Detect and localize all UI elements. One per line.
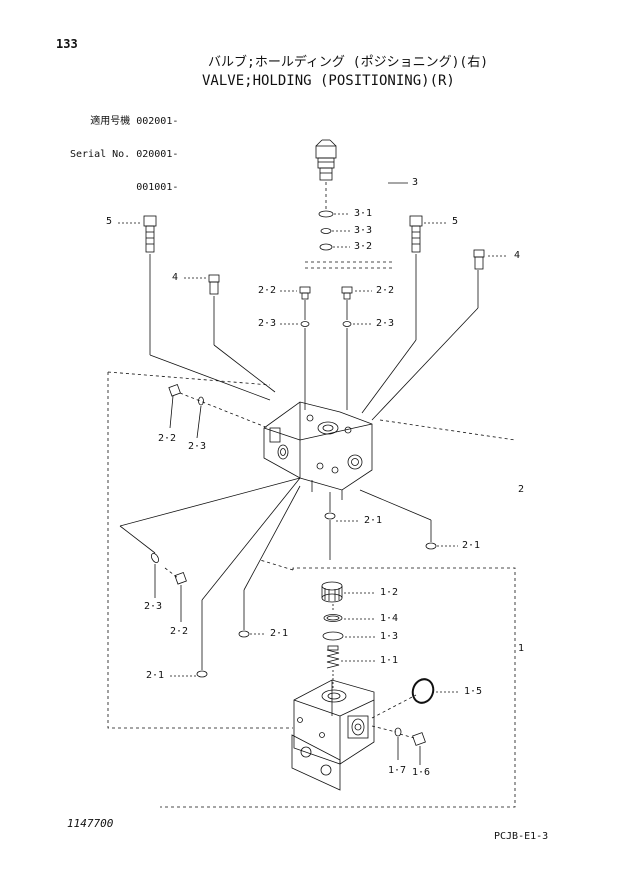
callout-2-2-side: 2·2 [158,433,177,444]
title-english: VALVE;HOLDING (POSITIONING)(R) [202,73,455,89]
page-number: 133 [56,37,78,51]
o-ring-2-3-side [198,396,204,406]
cartridge-part-3 [315,139,337,210]
callout-3-3: 3·3 [354,225,373,236]
o-ring-2-3-lower [150,553,160,563]
callout-1-3: 1·3 [380,631,399,642]
holding-valve-body [263,401,373,500]
o-ring-2-1-bottom [196,670,208,678]
callout-5-left: 5 [106,216,113,227]
plug-part-2-2-side [168,384,181,429]
bolt-part-4-right [473,249,508,308]
callout-1-6: 1·6 [412,767,431,778]
callout-2-2-lower: 2·2 [170,626,189,637]
plug-part-1-6 [412,732,426,746]
callout-1: 1 [518,643,525,654]
o-ring-1-7 [394,727,402,737]
o-ring-2-1-lower [238,630,250,638]
o-ring-3-2 [319,243,333,251]
callout-2-3-top-right: 2·3 [376,318,395,329]
callout-1-5: 1·5 [464,686,483,697]
callout-2-3-top-left: 2·3 [258,318,277,329]
callout-2-1-right: 2·1 [462,540,481,551]
o-ring-2-1-right [425,542,437,550]
callout-2-2-top-right: 2·2 [376,285,395,296]
callout-1-4: 1·4 [380,613,399,624]
backup-ring-1-4 [323,614,343,622]
assembly-boundary-2 [107,371,516,729]
assembly-boundary-3 [305,261,395,269]
o-ring-2-3-right [342,321,352,327]
callout-3: 3 [412,177,419,188]
plug-part-2-2-left [280,286,311,320]
title-japanese: バルブ;ホールディング (ポジショニング)(右) [208,55,489,70]
callout-1-2: 1·2 [380,587,399,598]
serial-line-range: 001001- [136,182,179,193]
serial-line-serial-no: Serial No. 020001- [70,149,179,160]
callout-3-1: 3·1 [354,208,373,219]
serial-number-block: 適用号機 002001- Serial No. 020001- 001001- [70,94,178,204]
o-ring-2-3-left [300,321,310,327]
o-ring-2-1-center [324,512,336,520]
callout-2-1-lower: 2·1 [270,628,289,639]
valve-housing-part-1 [291,679,375,791]
callout-2: 2 [518,484,525,495]
callout-1-1: 1·1 [380,655,399,666]
plug-part-2-2-right [341,286,372,320]
bolt-part-5-right [409,215,446,340]
spool-part-1-2 [321,581,343,603]
o-ring-3-1 [318,210,334,218]
serial-line-applicable: 適用号機 002001- [90,116,179,127]
drawing-number: 1147700 [67,817,114,830]
callout-2-1-center: 2·1 [364,515,383,526]
bolt-part-5-left [118,215,157,355]
o-ring-1-5 [411,678,435,704]
spring-part-1-1 [326,645,340,669]
callout-2-2-top-left: 2·2 [258,285,277,296]
plug-part-2-2-lower [174,572,187,622]
callout-2-1-bottom: 2·1 [146,670,165,681]
callout-2-3-side: 2·3 [188,441,207,452]
callout-5-right: 5 [452,216,459,227]
callout-4-right: 4 [514,250,521,261]
callout-3-2: 3·2 [354,241,373,252]
bolt-part-4-left [184,274,220,345]
o-ring-3-3 [320,228,332,234]
callout-4-left: 4 [172,272,179,283]
assembly-boundary-1 [160,559,516,808]
sheet-identifier: PCJB-E1-3 [494,831,549,842]
callout-1-7: 1·7 [388,765,407,776]
callout-2-3-lower: 2·3 [144,601,163,612]
o-ring-1-3 [322,631,344,641]
